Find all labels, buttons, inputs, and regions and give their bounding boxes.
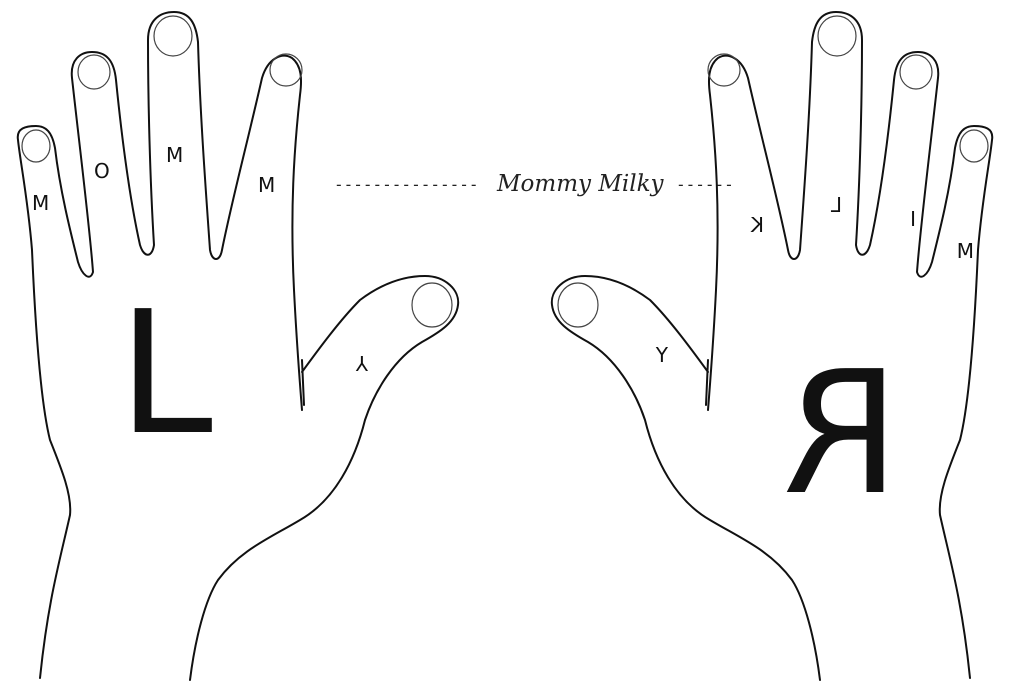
right-index-letter: K [750,213,764,237]
right-ring-nail [900,55,932,89]
right-thumb-letter: Y [655,343,669,367]
right-hand: Y K L I M R [552,12,992,680]
right-hand-shape [552,12,992,680]
right-middle-nail [818,16,856,56]
right-pinky-nail [960,130,988,162]
right-thumb-outline [552,276,820,680]
right-index-nail [708,54,740,86]
left-thumb-outline [190,276,458,680]
left-hand: M O M M Y L [18,12,458,680]
right-thumb-inner [706,360,708,405]
left-thumb-inner [302,360,304,405]
left-thumb-letter: Y [355,351,369,375]
right-thumb-nail [558,283,598,327]
right-ring-letter: I [910,207,916,231]
left-index-letter: M [258,173,275,197]
caption-left-dashes: --------------- [334,175,479,194]
caption-line: --------------- Mommy Milky ------ [334,171,734,197]
left-ring-nail [78,55,110,89]
caption-text: Mommy Milky [496,171,665,197]
left-index-nail [270,54,302,86]
left-middle-letter: M [166,143,183,167]
caption-right-dashes: ------ [676,175,734,194]
right-middle-letter: L [830,193,842,217]
left-thumb-nail [412,283,452,327]
right-pinky-letter: M [957,239,974,263]
left-ring-letter: O [94,159,110,183]
left-palm-letter: L [118,275,213,473]
left-middle-nail [154,16,192,56]
right-palm-letter: R [782,335,900,533]
left-pinky-nail [22,130,50,162]
left-pinky-letter: M [32,191,49,215]
